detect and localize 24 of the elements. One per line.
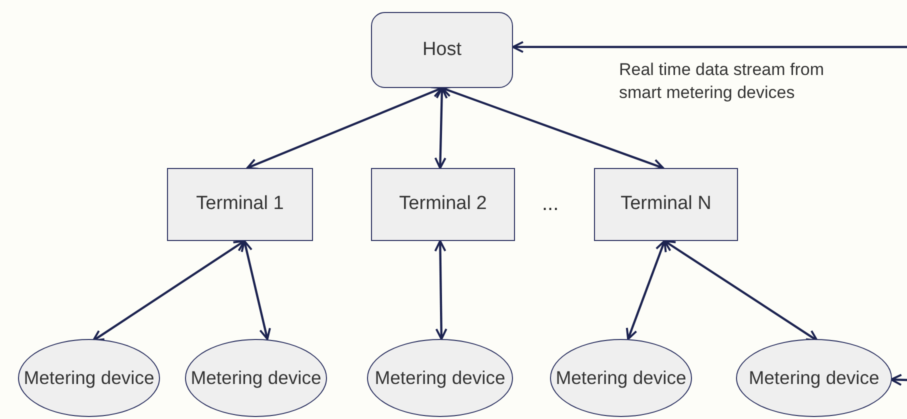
node-label: Metering device <box>556 366 686 390</box>
node-label: Metering device <box>24 366 154 390</box>
terminal-box <box>371 168 515 241</box>
node-label: Terminal N <box>620 192 712 216</box>
arrow <box>626 240 667 340</box>
node-label: Terminal 2 <box>399 192 487 216</box>
arrow <box>890 374 907 386</box>
arrow <box>434 87 448 169</box>
arrow <box>664 240 818 342</box>
node-label: Host <box>422 38 462 62</box>
arrow <box>434 240 448 340</box>
ellipsis-label: ... <box>542 193 559 216</box>
arrow <box>246 86 443 170</box>
node-label: Metering device <box>748 366 880 390</box>
terminal-box <box>167 168 313 241</box>
node-label: Terminal 1 <box>196 192 284 216</box>
node-label: Metering device <box>374 366 506 390</box>
arrow <box>441 86 664 170</box>
terminal-box <box>594 168 738 241</box>
arrow <box>512 40 907 53</box>
arrow <box>240 240 271 340</box>
node-label: Metering device <box>190 366 322 390</box>
arrow <box>92 240 246 342</box>
host-box <box>371 12 513 88</box>
